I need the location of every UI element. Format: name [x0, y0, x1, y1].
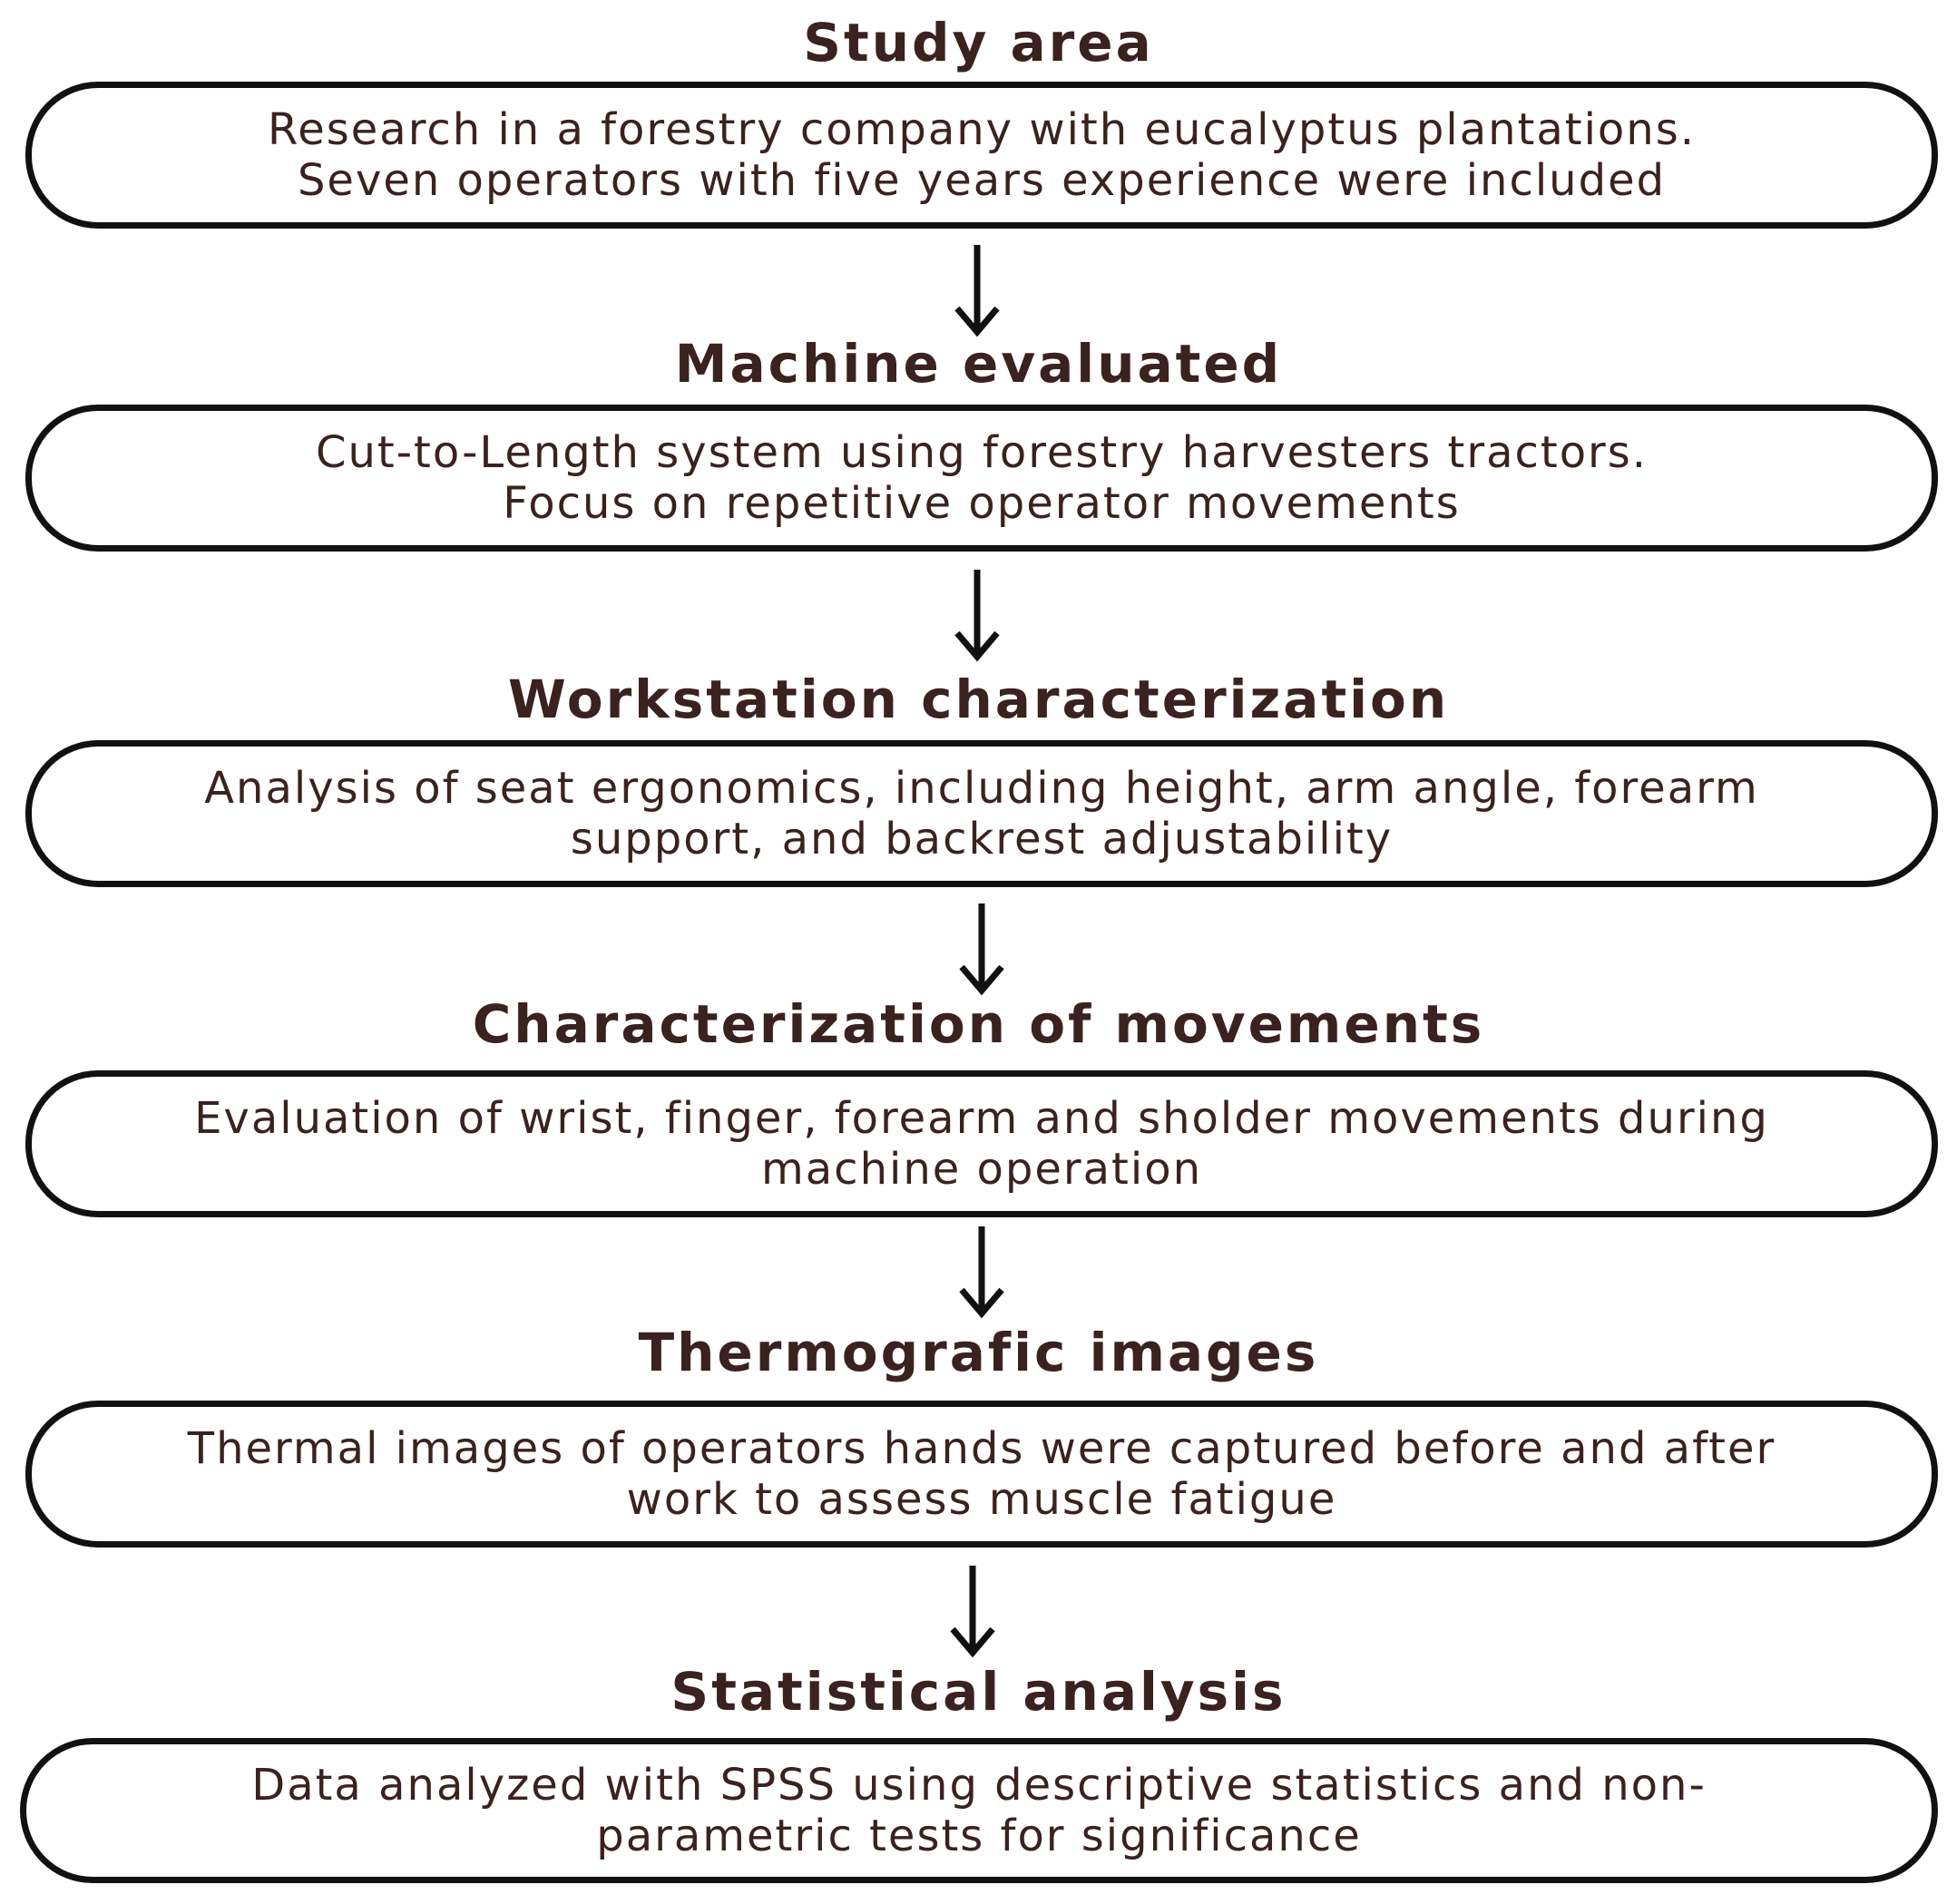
step-text-line: Data analyzed with SPSS using descriptiv…: [251, 1760, 1707, 1811]
step-text-line: parametric tests for significance: [596, 1811, 1362, 1861]
step-text-line: Evaluation of wrist, finger, forearm and…: [194, 1093, 1769, 1144]
down-arrow-icon: [950, 1566, 995, 1658]
step-text-line: Analysis of seat ergonomics, including h…: [204, 763, 1759, 814]
step-text-line: work to assess muscle fatigue: [626, 1474, 1337, 1525]
step-box-statistical-analysis: Data analyzed with SPSS using descriptiv…: [20, 1738, 1938, 1883]
step-title-characterization-of-movements: Characterization of movements: [472, 993, 1485, 1055]
step-title-study-area: Study area: [803, 12, 1154, 73]
step-box-thermografic-images: Thermal images of operators hands were c…: [25, 1401, 1938, 1548]
step-text-line: machine operation: [761, 1144, 1202, 1195]
step-title-machine-evaluated: Machine evaluated: [674, 333, 1283, 395]
step-text-line: support, and backrest adjustability: [570, 814, 1394, 864]
step-title-workstation-characterization: Workstation characterization: [507, 669, 1450, 730]
step-box-study-area: Research in a forestry company with euca…: [25, 82, 1938, 229]
step-title-thermografic-images: Thermografic images: [638, 1322, 1319, 1383]
step-title-statistical-analysis: Statistical analysis: [670, 1661, 1287, 1723]
down-arrow-icon: [954, 570, 1000, 662]
step-box-workstation-characterization: Analysis of seat ergonomics, including h…: [25, 740, 1938, 887]
step-text-line: Seven operators with five years experien…: [297, 155, 1667, 206]
down-arrow-icon: [959, 903, 1004, 996]
step-box-machine-evaluated: Cut-to-Length system using forestry harv…: [25, 405, 1938, 552]
step-text-line: Focus on repetitive operator movements: [503, 478, 1461, 529]
step-text-line: Research in a forestry company with euca…: [268, 104, 1696, 155]
step-box-characterization-of-movements: Evaluation of wrist, finger, forearm and…: [25, 1070, 1938, 1217]
down-arrow-icon: [959, 1226, 1004, 1319]
step-text-line: Thermal images of operators hands were c…: [187, 1423, 1776, 1474]
step-text-line: Cut-to-Length system using forestry harv…: [315, 427, 1649, 478]
down-arrow-icon: [954, 245, 1000, 337]
